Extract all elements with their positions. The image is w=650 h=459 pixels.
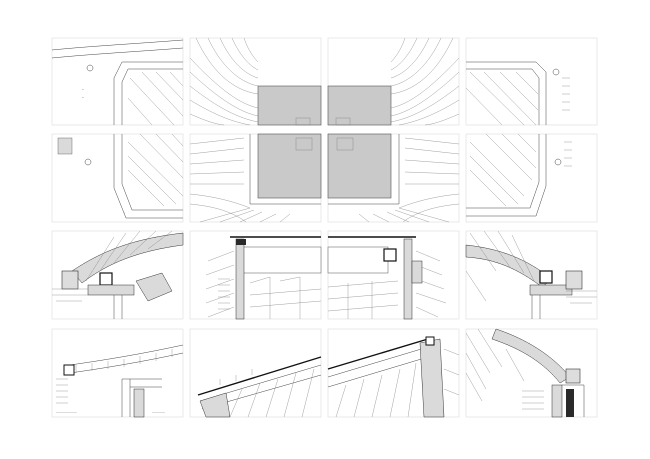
panel-r4c2	[189, 328, 322, 418]
svg-text:—————: —————	[152, 411, 165, 414]
panel-r3c3	[327, 230, 460, 320]
panel-r4c4	[465, 328, 598, 418]
panel-r2c4	[465, 133, 598, 223]
panel-r4c1: ———————— —————	[51, 328, 184, 418]
panel-r3c2	[189, 230, 322, 320]
panel-r1c1: – –	[51, 37, 184, 126]
panel-r3c4	[465, 230, 598, 320]
svg-text:————————: ————————	[56, 411, 77, 414]
svg-text:–: –	[82, 95, 84, 99]
panel-r1c2	[189, 37, 322, 126]
panel-r1c4	[465, 37, 598, 126]
panel-r2c3	[327, 133, 460, 223]
panel-r4c3	[327, 328, 460, 418]
panel-r1c3	[327, 37, 460, 126]
svg-text:–: –	[82, 87, 84, 91]
panel-r2c2	[189, 133, 322, 223]
panel-r3c1	[51, 230, 184, 320]
svg-text:·: ·	[124, 211, 125, 215]
panel-r2c1: ·	[51, 133, 184, 223]
